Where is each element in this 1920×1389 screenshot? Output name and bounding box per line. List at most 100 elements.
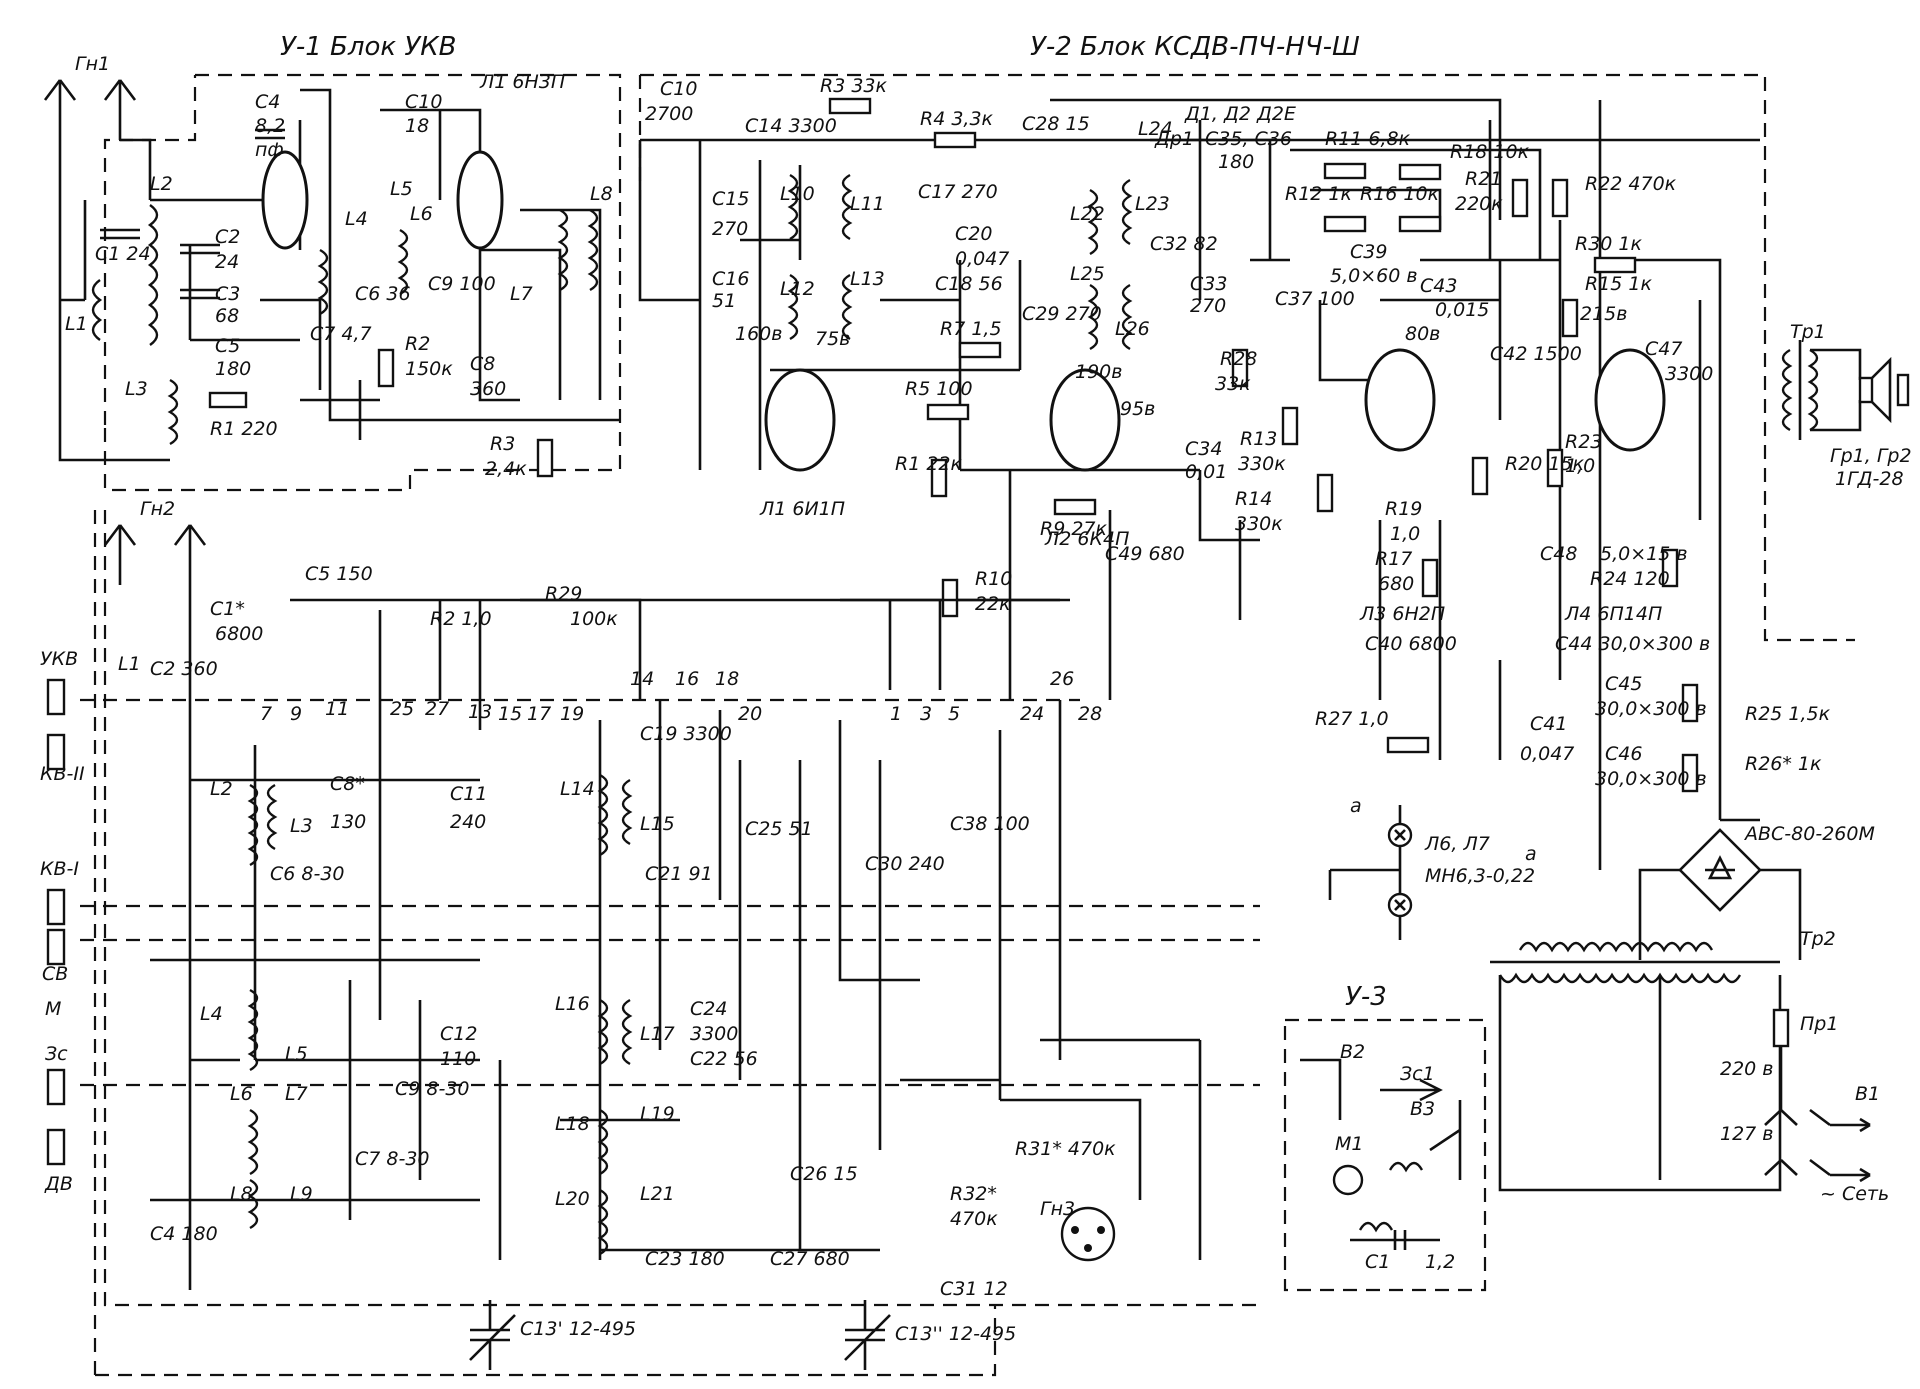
component-label: L6: [410, 203, 433, 225]
component-label: M1: [1335, 1133, 1363, 1155]
component-label: C13' 12-495: [520, 1318, 636, 1340]
component-label: L11: [850, 193, 885, 215]
band-zs: Зс: [45, 1043, 68, 1065]
component-label: C15: [712, 188, 749, 210]
component-label: L24: [1138, 118, 1173, 140]
component-label: C32 82: [1150, 233, 1218, 255]
gn3-label: Гн3: [1040, 1198, 1075, 1220]
component-label: C5: [215, 335, 240, 357]
component-label: L1: [118, 653, 141, 675]
component-label: L6: [230, 1083, 253, 1105]
component-label: 24: [1020, 703, 1044, 725]
component-label: R1 220: [210, 418, 278, 440]
component-label: C18 56: [935, 273, 1003, 295]
component-label: пф: [255, 139, 284, 161]
component-label: C4 180: [150, 1223, 218, 1245]
antenna-gn2: Гн2: [103, 498, 207, 620]
component-label: 24: [215, 251, 239, 273]
component-label: C13'' 12-495: [895, 1323, 1016, 1345]
component-label: 110: [440, 1048, 476, 1070]
component-label: 330к: [1235, 513, 1283, 535]
component-label: 160в: [735, 323, 782, 345]
component-label: 3300: [690, 1023, 738, 1045]
component-label: C4: [255, 91, 280, 113]
mains-input: [1764, 1008, 1871, 1183]
component-label: 13: [468, 701, 492, 723]
speaker-type: 1ГД-28: [1835, 468, 1904, 490]
component-label: 30,0×300 в: [1595, 698, 1707, 720]
component-label: R3: [490, 433, 515, 455]
component-label: L8: [230, 1183, 253, 1205]
band-kv1: КВ-I: [40, 858, 79, 880]
component-label: C11: [450, 783, 487, 805]
component-label: C27 680: [770, 1248, 850, 1270]
component-label: L5: [285, 1043, 308, 1065]
component-label: 2700: [645, 103, 693, 125]
component-label: C23 180: [645, 1248, 725, 1270]
component-label: Д1, Д2 Д2Е: [1184, 103, 1296, 125]
component-label: C10: [405, 91, 442, 113]
tube-l1-uhf-label: Л1 6Н3П: [479, 71, 565, 93]
component-label: C19 3300: [640, 723, 732, 745]
component-label: R13: [1240, 428, 1277, 450]
gn1-label: Гн1: [75, 53, 110, 75]
component-label: R16 10к: [1360, 183, 1440, 205]
component-label: 1,2: [1425, 1251, 1455, 1273]
component-label: C41: [1530, 713, 1567, 735]
component-label: 0,047: [955, 248, 1009, 270]
u1-uhf-block: [58, 88, 620, 478]
block-u2-title: У-2 Блок КСДВ-ПЧ-НЧ-Ш: [1030, 32, 1360, 62]
component-label: R30 1к: [1575, 233, 1643, 255]
block-u3-outline: [1283, 1018, 1487, 1292]
component-label: C2 360: [150, 658, 218, 680]
rectifier-bridge: [1638, 828, 1802, 960]
band-switch-rows: [80, 698, 1260, 1087]
speaker-label: Гр1, Гр2: [1830, 445, 1912, 467]
component-label: C49 680: [1105, 543, 1185, 565]
component-label: C7 8-30: [355, 1148, 430, 1170]
component-label: R1 22к: [895, 453, 963, 475]
component-label: C7 4,7: [310, 323, 372, 345]
component-label: R11 6,8к: [1325, 128, 1411, 150]
component-label: Пр1: [1800, 1013, 1838, 1035]
component-label: C8: [470, 353, 495, 375]
component-label: 150к: [405, 358, 453, 380]
component-label: R9 27к: [1040, 518, 1108, 540]
component-label: 18: [715, 668, 739, 690]
component-label: C40 6800: [1365, 633, 1457, 655]
component-label: L1: [65, 313, 88, 335]
resistor-r1-uhf: [208, 391, 248, 409]
component-label: L12: [780, 278, 815, 300]
component-label: L16: [555, 993, 590, 1015]
component-label: ~ Сеть: [1820, 1183, 1889, 1205]
band-m: М: [45, 998, 61, 1020]
band-dv: ДВ: [44, 1173, 73, 1195]
component-label: 6800: [215, 623, 263, 645]
component-label: L5: [390, 178, 413, 200]
component-label: 8,2: [255, 115, 285, 137]
band-ukv: УКВ: [40, 648, 78, 670]
component-label: C16: [712, 268, 749, 290]
component-label: L2: [150, 173, 173, 195]
component-label: R28: [1220, 348, 1257, 370]
component-label: R2: [405, 333, 430, 355]
component-label: 360: [470, 378, 506, 400]
component-label: C1: [1365, 1251, 1390, 1273]
resistor-r2-uhf: [377, 348, 395, 388]
component-label: C29 270: [1022, 303, 1102, 325]
component-label: C8*: [330, 773, 365, 795]
component-label: L19: [640, 1103, 675, 1125]
component-label: 22к: [975, 593, 1011, 615]
component-label: 51: [712, 290, 736, 312]
component-label: C42 1500: [1490, 343, 1582, 365]
component-label: R25 1,5к: [1745, 703, 1831, 725]
component-label: 1,0: [1565, 455, 1595, 477]
component-label: R7 1,5: [940, 318, 1002, 340]
component-label: L20: [555, 1188, 590, 1210]
u3-labels: B2 Зс1 B3 M1 C1 1,2: [1335, 1041, 1455, 1273]
if-transformers: [787, 173, 1133, 351]
component-label: 95в: [1120, 398, 1155, 420]
component-label: L3: [125, 378, 148, 400]
component-label: 190в: [1075, 361, 1122, 383]
component-label: C20: [955, 223, 992, 245]
